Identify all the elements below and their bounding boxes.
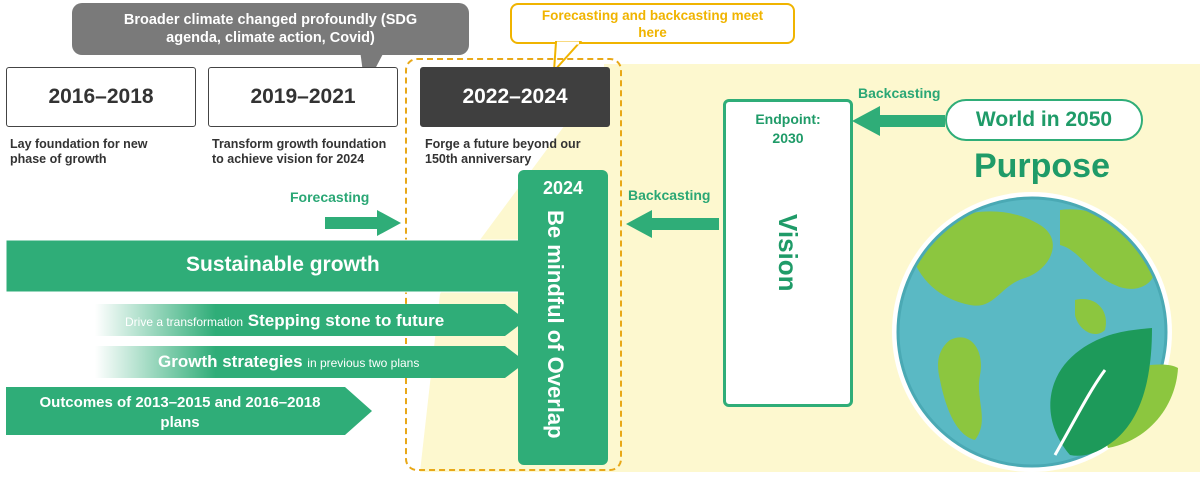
meet-callout: Forecasting and backcasting meet here: [510, 3, 795, 44]
stepping-big-text: Stepping stone to future: [247, 311, 445, 330]
backcasting-label-right: Backcasting: [858, 85, 941, 101]
outcomes-bar: [6, 387, 372, 435]
growth-small-text: in previous two plans: [307, 356, 420, 370]
climate-callout-text: Broader climate changed profoundly (SDG …: [123, 12, 418, 46]
leaf-front: [1050, 328, 1152, 456]
meet-callout-text: Forecasting and backcasting meet here: [541, 7, 764, 40]
period-label: 2019–2021: [250, 85, 356, 108]
sustainable-growth-label: Sustainable growth: [186, 253, 380, 276]
column-2024: [518, 170, 608, 465]
stepping-small-text: Drive a transformation: [125, 315, 244, 329]
stepping-stone-label: Drive a transformation Stepping stone to…: [125, 311, 444, 331]
period-2016-2018: 2016–2018: [6, 67, 196, 127]
period-2019-2021: 2019–2021: [208, 67, 398, 127]
forecasting-arrow: [325, 210, 401, 236]
endpoint-label: Endpoint: 2030: [723, 110, 853, 148]
backcasting-arrow-right: [852, 106, 945, 136]
earth-globe-icon: [892, 192, 1178, 472]
endpoint-text: Endpoint: 2030: [755, 111, 821, 146]
outcomes-label: Outcomes of 2013–2015 and 2016–2018 plan…: [39, 394, 321, 431]
meet-callout-tail: [552, 41, 583, 73]
purpose-title: Purpose: [973, 147, 1111, 185]
stepping-stone-bar: [95, 304, 526, 336]
period-desc-2016: Lay foundation for new phase of growth: [10, 137, 148, 166]
period-desc-2022: Forge a future beyond our 150th annivers…: [425, 137, 581, 166]
climate-callout: Broader climate changed profoundly (SDG …: [72, 3, 469, 55]
column-2024-title: 2024: [542, 178, 584, 198]
growth-strategies-bar: [95, 346, 526, 378]
period-label: 2022–2024: [462, 85, 568, 108]
period-desc-2019: Transform growth foundation to achieve v…: [212, 137, 387, 166]
period-label: 2016–2018: [48, 85, 154, 108]
growth-strategies-label: Growth strategies in previous two plans: [158, 352, 419, 372]
backcasting-label-left: Backcasting: [628, 187, 711, 203]
vision-label: Vision: [773, 214, 803, 292]
growth-big-text: Growth strategies: [158, 352, 303, 371]
world-2050-pill: World in 2050: [945, 99, 1143, 141]
column-2024-text: Be mindful of Overlap: [543, 210, 568, 439]
vision-box: [723, 99, 853, 407]
forecasting-label: Forecasting: [290, 189, 370, 205]
backcasting-arrow-left: [626, 210, 719, 238]
period-2022-2024: 2022–2024: [420, 67, 610, 127]
